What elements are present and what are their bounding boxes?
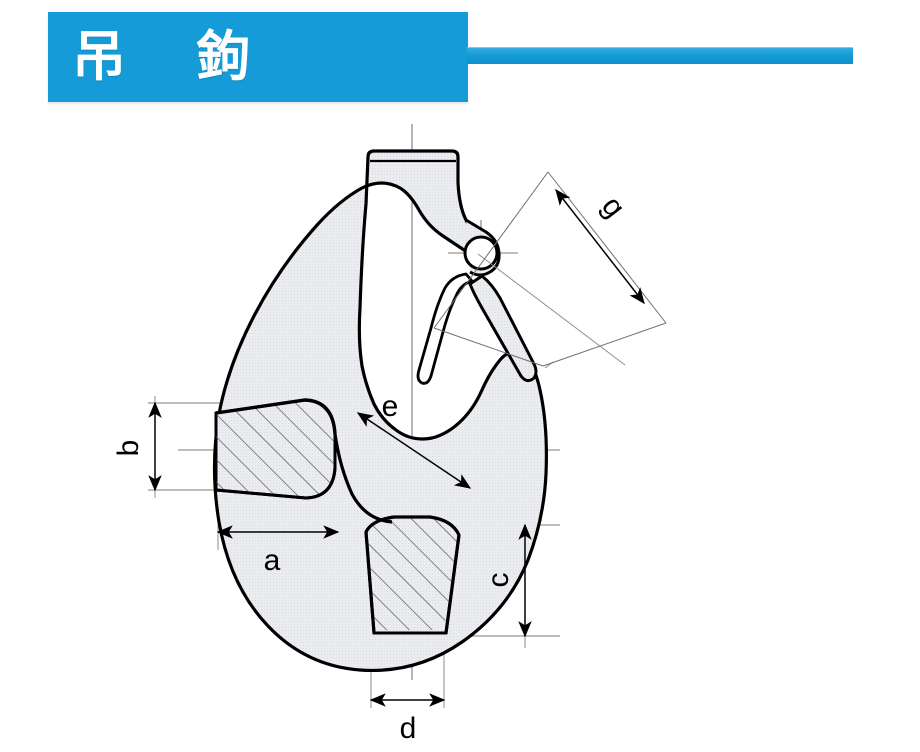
latch-pivot-pin xyxy=(463,235,499,271)
latch-arm xyxy=(468,274,538,383)
dimension-e: e xyxy=(356,390,472,489)
latch-spring-arm xyxy=(416,272,474,385)
dimension-g: g xyxy=(433,171,667,369)
safety-latch xyxy=(416,218,538,385)
hook-throat-edges xyxy=(333,433,393,524)
dim-d-label: d xyxy=(400,712,417,745)
page-title: 吊 鉤 xyxy=(72,25,277,88)
extline-g-side-c xyxy=(433,171,549,329)
extline-g-side-d xyxy=(433,327,544,367)
lower-cross-section xyxy=(364,515,461,635)
dimension-c: c xyxy=(482,523,532,638)
hook-diagram: a b c d e xyxy=(0,108,920,752)
upper-cross-section xyxy=(214,398,337,500)
lower-section-hatch xyxy=(366,518,458,630)
dimension-b: b xyxy=(112,401,162,492)
dim-a-label: a xyxy=(264,544,281,577)
dim-b-label: b xyxy=(112,440,145,457)
dim-g-label: g xyxy=(595,190,631,223)
header-band: 吊 鉤 xyxy=(48,12,468,102)
dimension-a: a xyxy=(216,525,340,577)
hook-diagram-svg: a b c d e xyxy=(112,124,667,745)
upper-section-hatch xyxy=(216,400,334,498)
dim-g-line xyxy=(555,188,645,305)
dim-e-label: e xyxy=(382,390,399,423)
dimension-d: d xyxy=(369,693,446,745)
dim-e-line xyxy=(356,412,472,489)
extline-g-upper xyxy=(477,253,626,366)
header-rule xyxy=(467,47,853,64)
extline-g-side-a xyxy=(547,171,667,324)
dim-c-label: c xyxy=(482,573,515,588)
extline-g-side-b xyxy=(542,322,667,367)
